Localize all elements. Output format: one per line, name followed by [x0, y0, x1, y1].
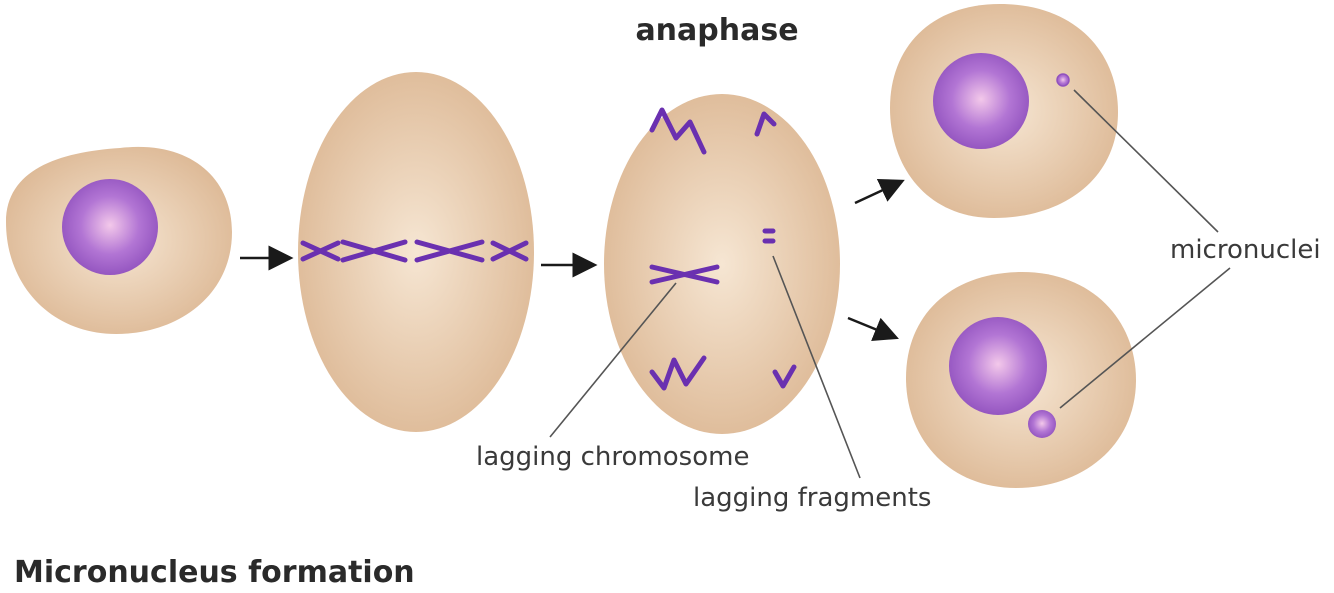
leader-micronuclei-top — [1073, 89, 1219, 233]
anaphase-chromosomes — [649, 107, 797, 391]
micronuclei-label: micronuclei — [1170, 235, 1321, 265]
arrow-4 — [847, 316, 899, 341]
anaphase-cell — [604, 94, 840, 434]
lagging-chromosome-label: lagging chromosome — [476, 442, 749, 472]
metaphase-chromosomes — [300, 239, 529, 263]
micronucleus — [1056, 73, 1070, 87]
leader-lagging-fragments — [772, 255, 861, 479]
leader-lagging-chromosome — [549, 282, 677, 438]
nucleus — [933, 53, 1029, 149]
nucleus — [949, 317, 1047, 415]
micronucleus — [1028, 410, 1056, 438]
daughter-cell-top — [890, 4, 1118, 218]
interphase-cell — [6, 146, 232, 334]
diagram-title: Micronucleus formation — [14, 555, 415, 590]
daughter-cell-bottom — [906, 272, 1136, 488]
leader-micronuclei-bottom — [1059, 267, 1231, 409]
arrow-3 — [854, 179, 905, 205]
metaphase-cell — [298, 72, 534, 432]
nucleus — [62, 179, 158, 275]
lagging-fragments-label: lagging fragments — [693, 483, 931, 513]
anaphase-label: anaphase — [635, 13, 798, 48]
